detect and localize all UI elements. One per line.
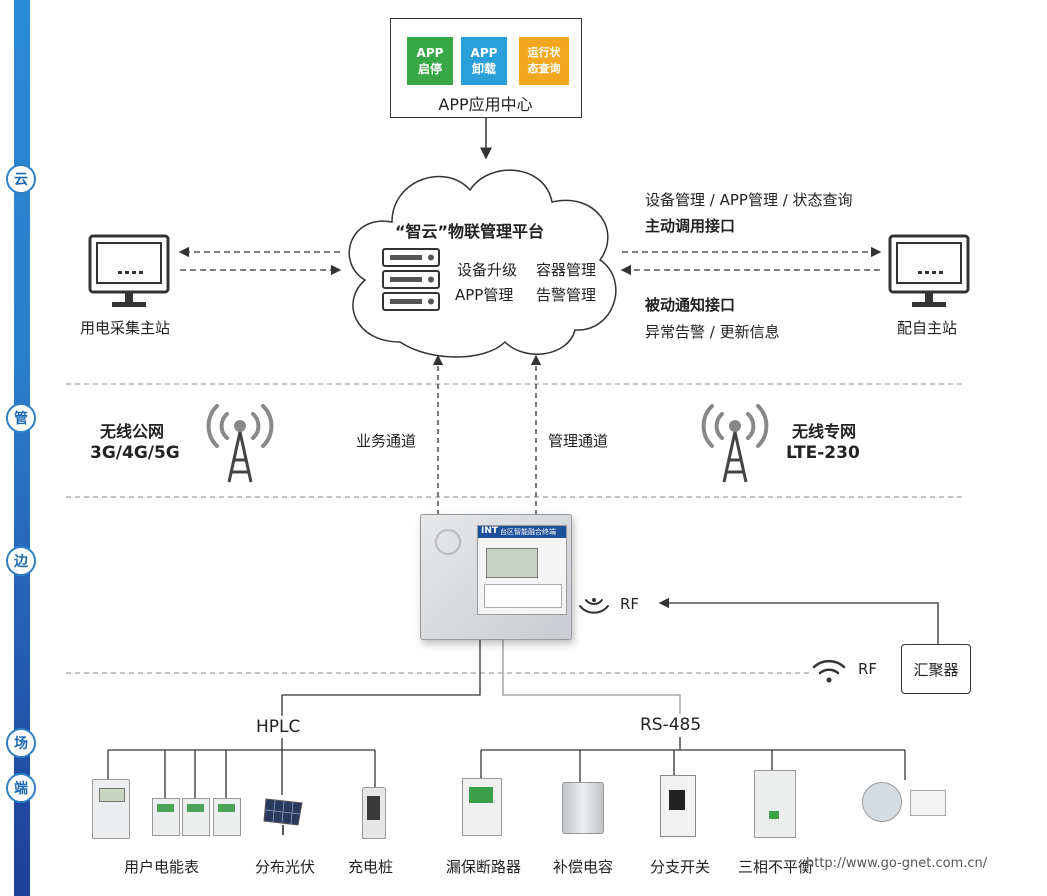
app-tile-label: 运行状 态查询 <box>527 46 561 75</box>
aggregator-label: 汇聚器 <box>913 660 959 679</box>
left-station-label: 用电采集主站 <box>80 319 171 337</box>
layer-badge-field: 场 <box>6 728 36 758</box>
watermark-text: http://www.go-gnet.com.cn/ <box>806 856 988 871</box>
terminal-label-switch: 分支开关 <box>650 858 711 876</box>
layer-badge-pipe: 管 <box>6 403 36 433</box>
business-channel-label: 业务通道 <box>356 432 417 450</box>
active-interface-title: 主动调用接口 <box>645 217 736 235</box>
private-network-title: 无线专网 <box>792 422 857 441</box>
app-tile-label: APP 卸载 <box>470 46 498 76</box>
rf-label-aggregator: RF <box>858 660 878 678</box>
layer-badge-cloud: 云 <box>6 164 36 194</box>
antenna-icon <box>701 404 769 483</box>
meter-icon <box>213 798 241 836</box>
solar-panel-icon <box>263 798 303 835</box>
branch-switch-icon <box>660 775 696 837</box>
device-screen <box>486 548 538 578</box>
app-tile-uninstall[interactable]: APP 卸载 <box>461 37 507 85</box>
app-tile-start-stop[interactable]: APP 启停 <box>407 37 453 85</box>
monitor-icon <box>88 234 170 307</box>
terminal-label-charger: 充电桩 <box>348 858 394 876</box>
passive-interface-desc: 异常告警 / 更新信息 <box>645 323 780 341</box>
rs485-label: RS-485 <box>640 715 702 735</box>
wifi-icon <box>812 659 846 683</box>
meter-icon <box>152 798 180 836</box>
device-panel: INT 台区智能融合终端 <box>477 525 567 615</box>
terminal-label-meter: 用户电能表 <box>124 858 200 876</box>
device-name: 台区智能融合终端 <box>500 528 556 536</box>
layer-badge-terminal: 端 <box>6 773 36 803</box>
passive-interface-title: 被动通知接口 <box>645 296 736 314</box>
terminal-label-pv: 分布光伏 <box>255 858 316 876</box>
active-interface-desc: 设备管理 / APP管理 / 状态查询 <box>645 191 853 209</box>
rf-signal-icon <box>579 598 609 614</box>
capacitor-icon <box>562 782 604 834</box>
charging-pile-icon <box>362 787 386 839</box>
right-station-label: 配自主站 <box>897 319 958 337</box>
fusion-terminal-device: INT 台区智能融合终端 <box>420 514 572 640</box>
layer-badge-edge: 边 <box>6 546 36 576</box>
layer-sidebar <box>14 0 30 896</box>
hplc-label: HPLC <box>256 717 301 737</box>
device-vent-circle <box>435 529 461 555</box>
server-icon <box>382 248 440 311</box>
terminal-label-three-phase: 三相不平衡 <box>738 858 814 876</box>
device-header-bar: INT 台区智能融合终端 <box>478 526 566 538</box>
big-meter-icon <box>92 779 130 839</box>
feature-app-mgmt: APP管理 <box>455 286 514 304</box>
device-label-plate <box>484 584 562 608</box>
three-phase-cabinet-icon <box>754 770 796 838</box>
app-tile-label: APP 启停 <box>416 46 444 76</box>
public-network-title: 无线公网 <box>100 422 165 441</box>
terminal-label-breaker: 漏保断路器 <box>446 858 522 876</box>
sensor-label-icon <box>910 790 946 816</box>
monitor-icon <box>888 234 970 307</box>
app-tile-status-query[interactable]: 运行状 态查询 <box>519 37 569 85</box>
management-channel-label: 管理通道 <box>548 432 609 450</box>
sensor-icon <box>862 782 902 822</box>
rf-label-device: RF <box>620 595 640 613</box>
public-network-sub: 3G/4G/5G <box>90 443 180 463</box>
device-brand: INT <box>481 526 499 536</box>
feature-container-mgmt: 容器管理 <box>536 261 597 279</box>
app-center-box: APP 启停 APP 卸载 运行状 态查询 APP应用中心 <box>390 18 582 118</box>
platform-title: “智云”物联管理平台 <box>395 222 545 241</box>
app-center-title: APP应用中心 <box>438 95 533 114</box>
private-network-sub: LTE-230 <box>786 443 860 463</box>
feature-alarm-mgmt: 告警管理 <box>536 286 597 304</box>
aggregator-box: 汇聚器 <box>901 644 971 694</box>
feature-device-upgrade: 设备升级 <box>457 261 518 279</box>
antenna-icon <box>206 404 274 483</box>
terminal-label-capacitor: 补偿电容 <box>553 858 614 876</box>
leakage-breaker-icon <box>462 778 502 836</box>
meter-icon <box>182 798 210 836</box>
